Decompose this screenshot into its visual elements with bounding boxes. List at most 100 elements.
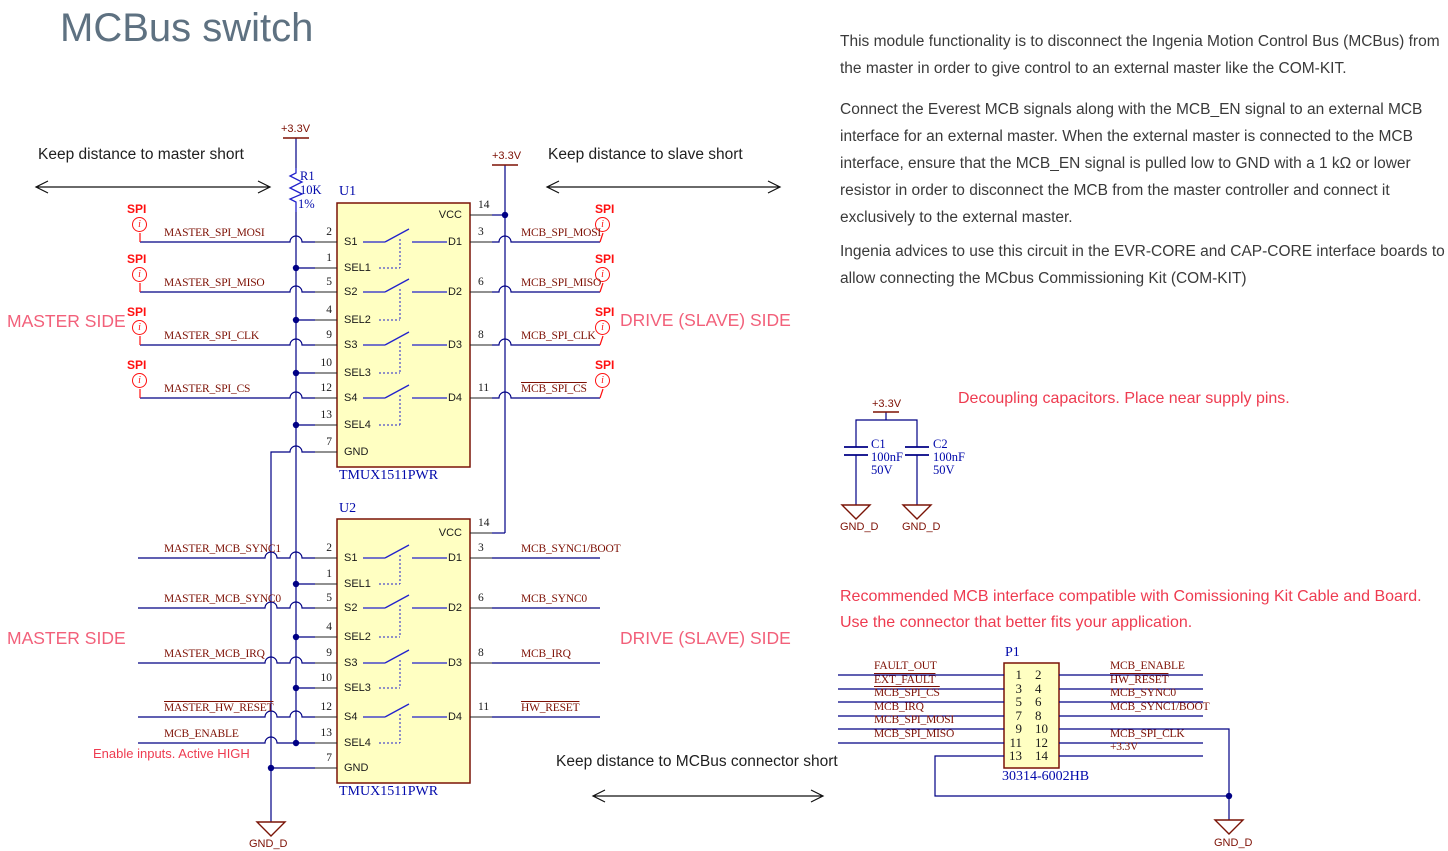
- net-label: MCB_SPI_CLK: [1110, 728, 1185, 740]
- u2-ref: U2: [339, 501, 357, 516]
- u2-pin-number: 8: [478, 647, 484, 659]
- net-label: HW_RESET: [521, 702, 580, 714]
- spi-info-icon: i: [132, 267, 147, 282]
- u2-pin-name: D3: [447, 657, 462, 669]
- net-label: MCB_SPI_MISO: [521, 277, 602, 289]
- power-label-gnd: GND_D: [1214, 837, 1253, 849]
- p1-pin-number: 13: [1009, 748, 1022, 763]
- net-label: MCB_SPI_CS: [521, 383, 587, 395]
- net-label: MASTER_SPI_MISO: [164, 277, 265, 289]
- net-label: MASTER_MCB_SYNC0: [164, 593, 281, 605]
- net-label: MCB_SYNC0: [521, 593, 587, 605]
- p1-ref: P1: [1005, 645, 1020, 660]
- u2-pin-name: SEL4: [344, 737, 371, 749]
- net-label: MCB_ENABLE: [1110, 660, 1185, 672]
- u2-pin-name: SEL1: [344, 578, 371, 590]
- u1-pin-name: SEL1: [344, 262, 371, 274]
- u2-pin-number: 4: [326, 621, 332, 633]
- u1-pin-number: 12: [320, 382, 333, 394]
- p1-pin-number: 8: [1035, 708, 1042, 723]
- spi-tag-label: SPI: [127, 252, 147, 266]
- net-label: +3.3V: [1110, 741, 1139, 753]
- u1-ref: U1: [339, 184, 357, 199]
- u2-pin-name: D1: [447, 552, 462, 564]
- net-label: MCB_SPI_MOSI: [521, 227, 602, 239]
- u1-pin-name: GND: [344, 446, 369, 458]
- spi-info-icon: i: [595, 373, 610, 388]
- net-label: MCB_SYNC0: [1110, 687, 1176, 699]
- net-label: EXT_FAULT: [874, 674, 936, 686]
- net-label: MASTER_SPI_CLK: [164, 330, 259, 342]
- p1-pin-number: 14: [1035, 748, 1048, 763]
- u2-pin-number: 6: [478, 592, 484, 604]
- u1-pin-number: 13: [320, 409, 333, 421]
- description-paragraph-1: This module functionality is to disconne…: [840, 33, 1440, 77]
- net-label: MASTER_HW_RESET: [164, 702, 274, 714]
- net-wires: [138, 138, 1230, 822]
- label-master-side-bottom: MASTER SIDE: [7, 628, 126, 648]
- label-master-side-top: MASTER SIDE: [7, 311, 126, 331]
- r1-ref: R1: [300, 169, 315, 183]
- junction-dots: [267, 211, 1233, 800]
- description-paragraph-3: Ingenia advices to use this circuit in t…: [840, 243, 1445, 287]
- power-label-gnd: GND_D: [840, 521, 879, 533]
- u2-pin-name: SEL3: [344, 682, 371, 694]
- p1-pin-number: 9: [1015, 721, 1023, 736]
- c1-value: 100nF: [871, 450, 903, 464]
- description-paragraph-2: Connect the Everest MCB signals along wi…: [840, 101, 1423, 226]
- c2-ref: C2: [933, 437, 948, 451]
- p1-pin-number: 11: [1009, 735, 1022, 750]
- net-label: MCB_IRQ: [874, 701, 924, 713]
- u1-pin-number: 3: [478, 226, 484, 238]
- p1-pin-number: 6: [1035, 694, 1042, 709]
- label-drive-side-bottom: DRIVE (SLAVE) SIDE: [620, 628, 791, 648]
- spi-info-icon: i: [595, 320, 610, 335]
- p1-pin-number: 10: [1035, 721, 1048, 736]
- u1-pin-number: 7: [326, 436, 332, 448]
- net-label: MCB_SPI_CLK: [521, 330, 596, 342]
- c1-ref: C1: [871, 437, 886, 451]
- r1-tolerance: 1%: [298, 197, 315, 211]
- net-label: HW_RESET: [1110, 674, 1169, 686]
- resistor-icon: [288, 168, 304, 212]
- net-label: FAULT_OUT: [874, 660, 937, 672]
- c1-volt: 50V: [871, 463, 893, 477]
- spi-info-icon: i: [595, 217, 610, 232]
- spi-info-icon: i: [132, 217, 147, 232]
- net-label: MCB_SPI_MOSI: [874, 714, 955, 726]
- label-drive-side-top: DRIVE (SLAVE) SIDE: [620, 310, 791, 330]
- power-label-3v3: +3.3V: [872, 398, 902, 410]
- distance-arrows: [34, 180, 825, 803]
- u2-pin-number: 14: [478, 517, 490, 529]
- u2-pin-name: S1: [344, 552, 358, 564]
- net-label: MCB_IRQ: [521, 648, 571, 660]
- u1-pin-name: S3: [344, 339, 358, 351]
- c2-value: 100nF: [933, 450, 965, 464]
- u1-pin-name: SEL4: [344, 419, 371, 431]
- u1-pin-number: 11: [478, 382, 490, 394]
- u1-pin-name: VCC: [438, 209, 462, 221]
- pin-stubs: [315, 214, 492, 769]
- net-label: MASTER_MCB_IRQ: [164, 648, 265, 660]
- switch-icons: [363, 228, 447, 744]
- u1-part: TMUX1511PWR: [339, 468, 439, 483]
- spi-tag-label: SPI: [595, 202, 615, 216]
- note-keep-distance-slave: Keep distance to slave short: [548, 146, 743, 163]
- c2-volt: 50V: [933, 463, 955, 477]
- p1-part: 30314-6002HB: [1002, 769, 1090, 784]
- p1-connector-body: [1003, 662, 1060, 769]
- u2-pin-name: S3: [344, 657, 358, 669]
- u1-pin-number: 4: [326, 304, 332, 316]
- u2-pin-number: 7: [326, 752, 332, 764]
- note-recommended-2: Use the connector that better fits your …: [840, 614, 1193, 631]
- u2-pin-name: D2: [447, 602, 462, 614]
- p1-pin-number: 5: [1015, 694, 1023, 709]
- u1-pin-number: 9: [326, 329, 332, 341]
- spi-info-icon: i: [132, 373, 147, 388]
- power-label-gnd: GND_D: [249, 838, 288, 850]
- p1-pin-number: 7: [1015, 708, 1023, 723]
- u1-pin-number: 14: [478, 199, 490, 211]
- u2-pin-name: S4: [344, 711, 358, 723]
- power-label-gnd: GND_D: [902, 521, 941, 533]
